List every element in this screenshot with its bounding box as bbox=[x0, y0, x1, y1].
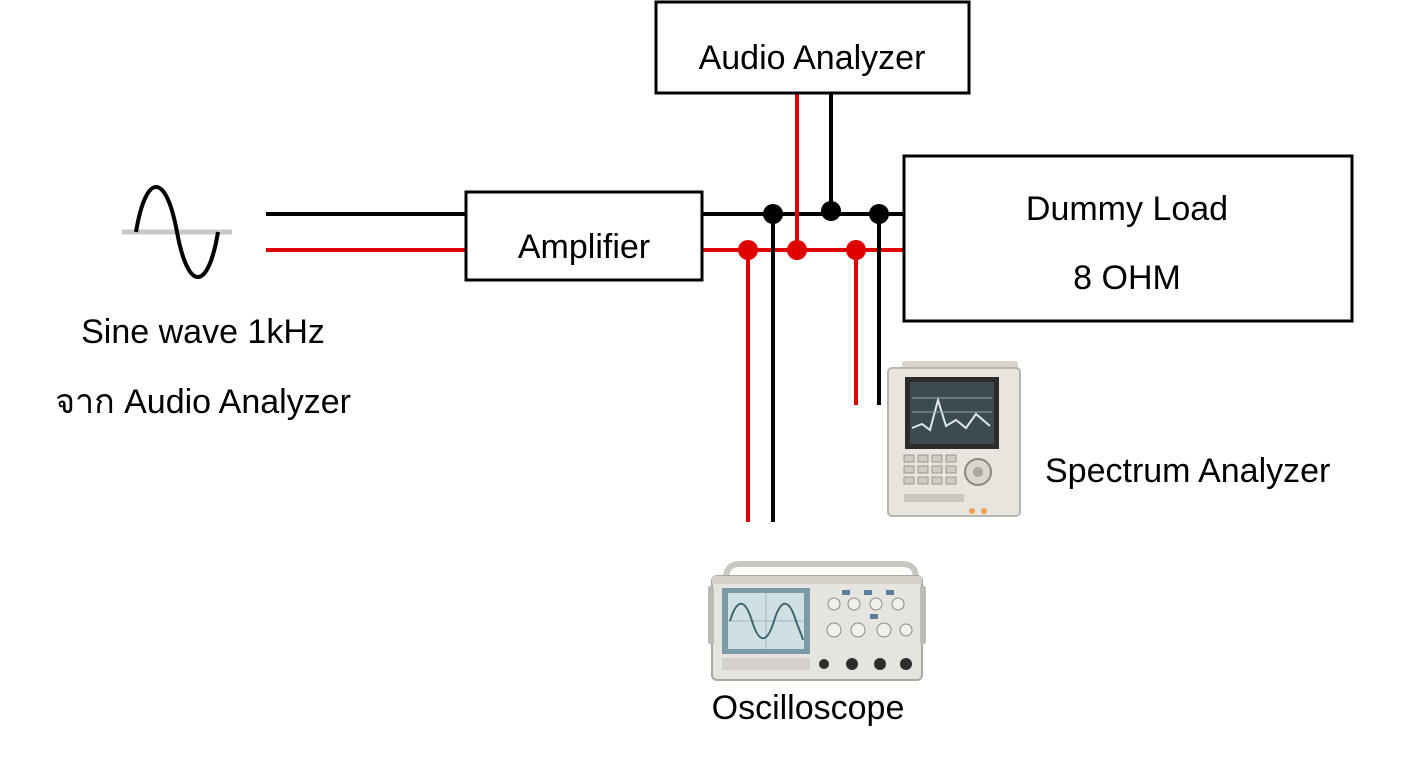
audio-analyzer-label: Audio Analyzer bbox=[699, 39, 926, 77]
audio-analyzer-block: Audio Analyzer bbox=[654, 0, 971, 95]
junction-dot bbox=[738, 240, 758, 260]
dummy-load-block: Dummy Load 8 OHM bbox=[902, 154, 1354, 323]
junction-dot bbox=[763, 204, 783, 224]
spectrum-analyzer-label: Spectrum Analyzer bbox=[1045, 452, 1330, 490]
oscilloscope-label: Oscilloscope bbox=[712, 689, 905, 727]
spectrum-analyzer-icon bbox=[887, 361, 1021, 517]
sine-wave-icon bbox=[122, 185, 232, 279]
junction-dot bbox=[869, 204, 889, 224]
junction-dot bbox=[846, 240, 866, 260]
sine-curve bbox=[134, 185, 220, 279]
oscilloscope-icon bbox=[708, 561, 926, 681]
amplifier-label: Amplifier bbox=[518, 228, 650, 266]
dummy-load-rating: 8 OHM bbox=[1073, 259, 1181, 297]
junction-dot bbox=[787, 240, 807, 260]
source-caption-line2: จาก Audio Analyzer bbox=[55, 383, 351, 421]
junction-dot bbox=[821, 201, 841, 221]
source-caption-line1: Sine wave 1kHz bbox=[81, 313, 325, 351]
amplifier-block: Amplifier bbox=[464, 190, 704, 282]
dummy-load-label: Dummy Load bbox=[1026, 190, 1228, 228]
